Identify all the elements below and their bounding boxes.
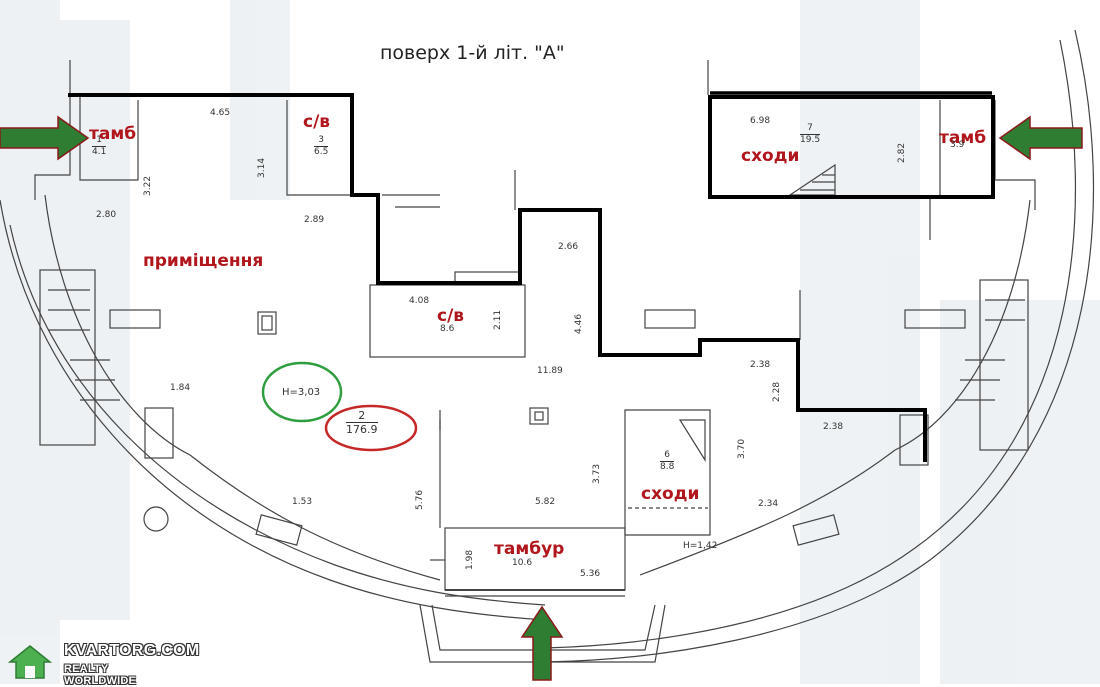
- dim-label: 6.98: [750, 116, 771, 126]
- dim-label: 3.14: [257, 157, 267, 178]
- arrow-left-icon: [0, 115, 90, 161]
- room-name-sv-top: с/в: [303, 112, 331, 132]
- highlight-walls: [68, 93, 995, 462]
- dim-label: 3.22: [143, 175, 153, 196]
- room-name-tamb-left: тамб: [89, 124, 137, 144]
- room-name-tambur: тамбур: [494, 539, 565, 559]
- house-logo-icon: [7, 645, 53, 679]
- room-name-stairs-bottom: сходи: [641, 484, 700, 504]
- arrow-up-icon: [520, 605, 564, 681]
- dim-label: 2.80: [96, 210, 117, 220]
- dim-label: 3.73: [592, 463, 602, 484]
- height-circle: [261, 361, 343, 423]
- watermark-brand: KVARTORG.COM: [64, 642, 200, 659]
- dim-label: 4.46: [574, 313, 584, 334]
- dim-label: 5.76: [415, 489, 425, 510]
- dim-label: 11.89: [537, 366, 563, 376]
- dim-label: 2.28: [772, 381, 782, 402]
- room-name-tamb-right: тамб: [939, 128, 987, 148]
- dim-label: 1.53: [292, 497, 313, 507]
- room-area-tambur: 10.6: [512, 558, 533, 568]
- dim-label: 4.65: [210, 108, 231, 118]
- plan-thin-lines: [0, 29, 1095, 663]
- plan-title: поверх 1-й літ. "А": [380, 42, 565, 64]
- dim-label: 5.36: [580, 569, 601, 579]
- height-bottom: H=1,42: [683, 541, 718, 551]
- dim-label: 2.38: [750, 360, 771, 370]
- dim-label: 5.82: [535, 497, 556, 507]
- dim-label: 1.98: [465, 549, 475, 570]
- height-main: H=3,03: [282, 387, 321, 398]
- dim-label: 2.66: [558, 242, 579, 252]
- arrow-right-icon: [998, 115, 1083, 161]
- room-name-stairs-top: сходи: [741, 146, 800, 166]
- room-area-sv-mid: 8.6: [440, 324, 455, 334]
- room-name-main: приміщення: [143, 251, 264, 271]
- watermark-tagline: REALTY WORLDWIDE: [64, 663, 137, 687]
- dim-label: 2.38: [823, 422, 844, 432]
- dim-label: 2.11: [493, 309, 503, 330]
- dim-label: 2.89: [304, 215, 325, 225]
- dim-label: 4.08: [409, 296, 430, 306]
- dim-label: 3.70: [737, 438, 747, 459]
- area-circle: [324, 404, 418, 452]
- dim-label: 2.34: [758, 499, 779, 509]
- dim-label: 2.82: [897, 142, 907, 163]
- room-name-sv-mid: с/в: [437, 306, 465, 326]
- dim-label: 1.84: [170, 383, 191, 393]
- room-area-tamb-right: 3.9: [950, 140, 965, 150]
